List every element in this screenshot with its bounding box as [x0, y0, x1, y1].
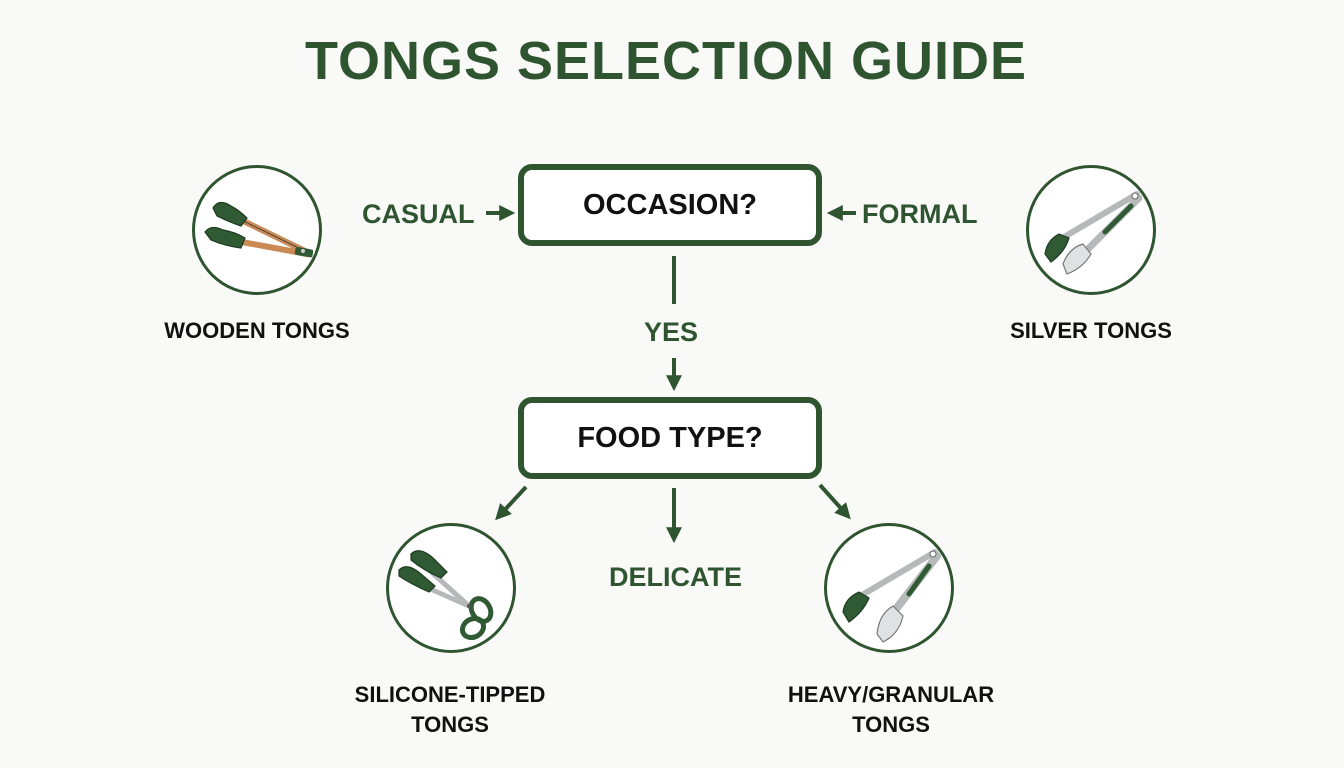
scissor-tongs-icon [398, 550, 494, 641]
food-type-node: FOOD TYPE? [518, 397, 822, 479]
silicone-arrow [495, 485, 528, 521]
casual-label: CASUAL [362, 199, 475, 229]
heavy-tongs-label: HEAVY/GRANULAR TONGS [770, 680, 1012, 740]
silicone-tongs-label-line1: SILICONE-TIPPED [354, 682, 546, 707]
formal-label: FORMAL [862, 199, 978, 229]
heavy-tongs-icon [842, 549, 941, 643]
heavy-arrow [818, 483, 851, 520]
wooden-tongs-circle [192, 165, 322, 295]
occasion-node-label: OCCASION? [583, 188, 757, 221]
silicone-tongs-label: SILICONE-TIPPED TONGS [330, 680, 570, 740]
yes-label: YES [644, 317, 699, 347]
food-type-node-label: FOOD TYPE? [577, 421, 763, 454]
heavy-tongs-label-line2: TONGS [852, 712, 930, 737]
silver-tongs-circle [1026, 165, 1156, 295]
silver-tongs-label: SILVER TONGS [1010, 318, 1172, 343]
wooden-tongs-icon [204, 201, 314, 258]
silver-tongs-icon [1044, 191, 1143, 275]
occasion-node: OCCASION? [518, 164, 822, 246]
silicone-tongs-circle [386, 523, 516, 653]
silicone-tongs-label-line2: TONGS [411, 712, 489, 737]
delicate-label: DELICATE [609, 562, 742, 592]
wooden-tongs-label: WOODEN TONGS [164, 318, 350, 343]
heavy-tongs-circle [824, 523, 954, 653]
heavy-tongs-label-line1: HEAVY/GRANULAR [787, 682, 995, 707]
page-title: TONGS SELECTION GUIDE [304, 31, 1028, 91]
